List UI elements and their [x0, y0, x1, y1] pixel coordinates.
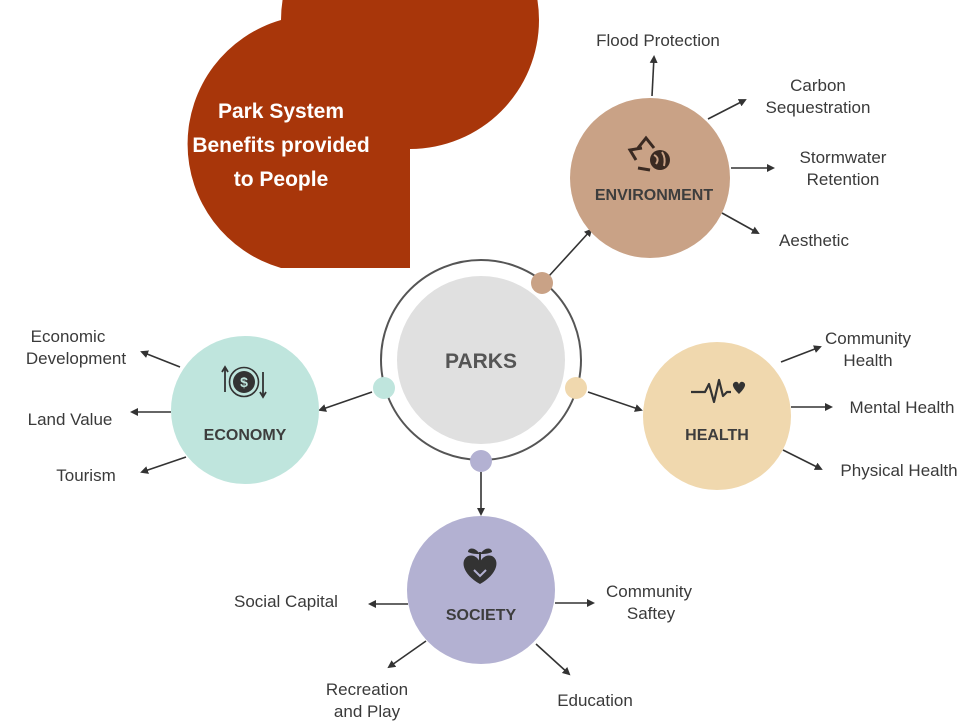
stormwater-label-line-1: Stormwater — [800, 148, 887, 167]
environment-label: ENVIRONMENT — [595, 187, 713, 204]
economy-node — [171, 336, 319, 484]
heartbeat-icon — [691, 378, 746, 404]
community-health-arrow — [780, 345, 822, 363]
tourism-label: Tourism — [56, 466, 116, 485]
title-banner-shape — [187, 0, 539, 268]
stormwater-label-line-2: Retention — [807, 170, 880, 189]
banner-title-line-3: to People — [234, 168, 329, 191]
physical-health-label: Physical Health — [840, 461, 957, 480]
social-capital-label: Social Capital — [234, 592, 338, 611]
hub-to-environment-arrow — [548, 228, 593, 277]
land-value-label: Land Value — [28, 410, 113, 429]
environment-node — [570, 98, 730, 258]
economic-development-line-1: Economic — [31, 327, 106, 346]
society-node — [407, 516, 555, 664]
carbon-arrow — [707, 99, 747, 120]
svg-text:$: $ — [240, 374, 248, 390]
dollar-exchange-icon: $ — [221, 365, 267, 399]
society-connector-dot — [470, 450, 492, 472]
aesthetic-arrow — [721, 212, 760, 234]
community-health-line-2: Health — [843, 351, 892, 370]
tourism-arrow — [140, 456, 187, 474]
hub-circle — [397, 276, 565, 444]
health-connector-dot — [565, 377, 587, 399]
community-health-line-1: Community — [825, 329, 911, 348]
economic-development-arrow — [140, 350, 181, 368]
society-label: SOCIETY — [446, 607, 517, 624]
community-safety-line-1: Community — [606, 582, 692, 601]
carbon-label-line-2: Sequestration — [766, 98, 871, 117]
recreation-arrow — [387, 640, 427, 669]
carbon-label-line-1: Carbon — [790, 76, 846, 95]
economy-label: ECONOMY — [204, 427, 287, 444]
hands-plant-heart-icon — [463, 548, 497, 584]
education-label: Education — [557, 691, 633, 710]
economy-connector-dot — [373, 377, 395, 399]
recreation-line-1: Recreation — [326, 680, 408, 699]
mental-health-label: Mental Health — [850, 398, 955, 417]
environment-connector-dot — [531, 272, 553, 294]
flood-arrow — [649, 55, 658, 97]
flood-protection-label: Flood Protection — [596, 31, 720, 50]
banner-title-line-2: Benefits provided — [192, 134, 369, 157]
banner-title-line-1: Park System — [218, 100, 344, 123]
recreation-line-2: and Play — [334, 702, 401, 721]
physical-health-arrow — [782, 449, 823, 470]
hub-label: PARKS — [445, 350, 517, 373]
health-label: HEALTH — [685, 427, 749, 444]
community-safety-line-2: Saftey — [627, 604, 676, 623]
education-arrow — [535, 643, 571, 676]
hub-to-economy-arrow — [318, 391, 373, 412]
recycle-globe-icon — [627, 135, 670, 172]
hub-to-health-arrow — [587, 391, 643, 412]
health-node — [643, 342, 791, 490]
economic-development-line-2: Development — [26, 349, 126, 368]
aesthetic-label: Aesthetic — [779, 231, 849, 250]
